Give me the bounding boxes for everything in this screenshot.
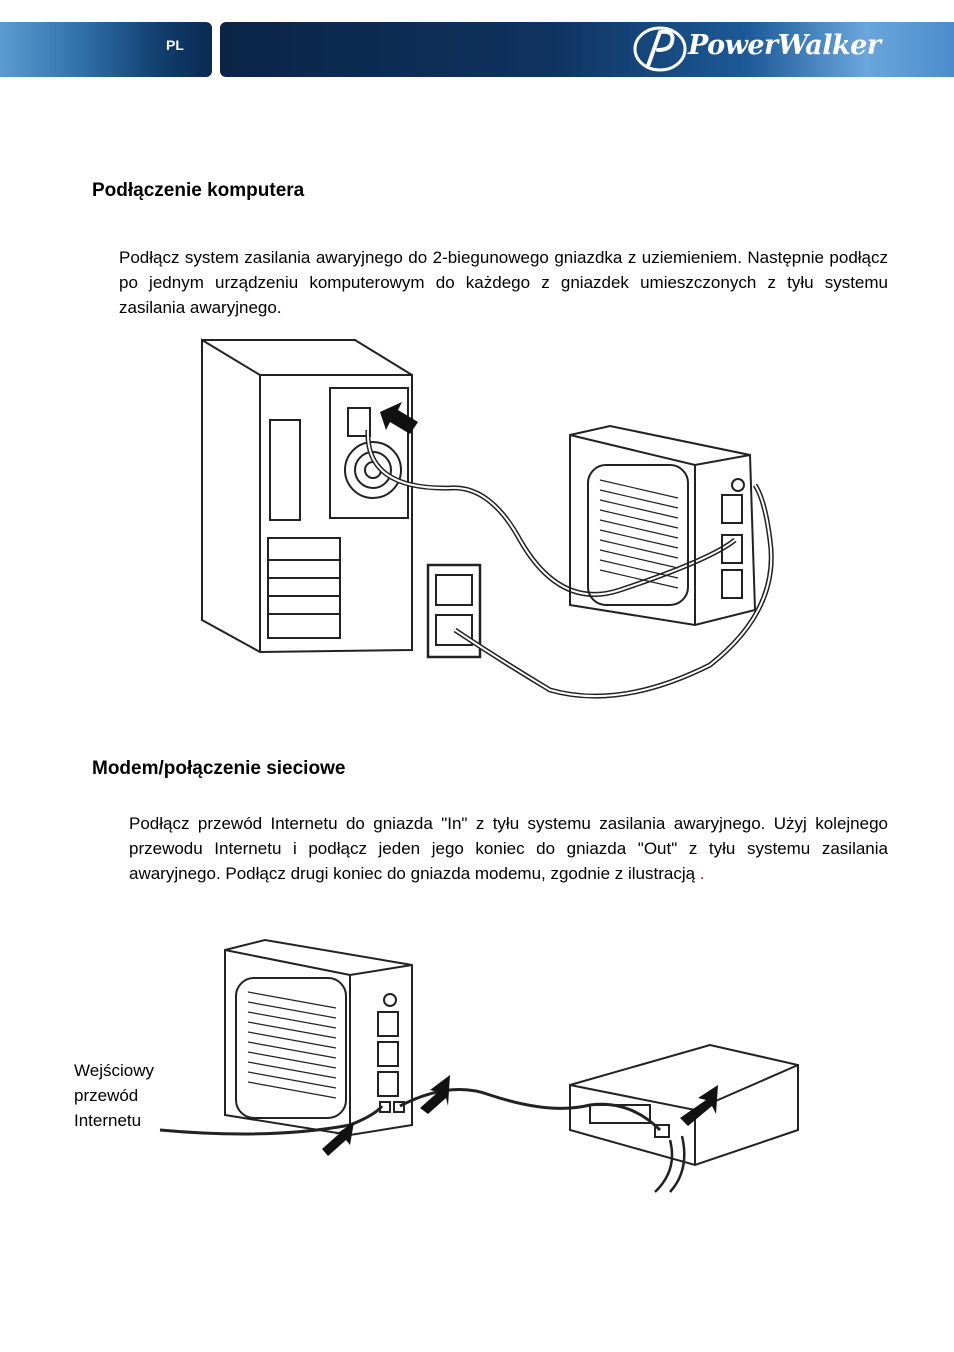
cable-label-line: Wejściowy (74, 1061, 154, 1080)
header-language-tab (0, 22, 212, 77)
header-banner (220, 22, 954, 77)
language-label: PL (166, 37, 184, 53)
brand-name: PowerWalker (688, 30, 881, 61)
cable-label-line: Internetu (74, 1111, 142, 1130)
cable-label-line: przewód (74, 1086, 139, 1105)
section-title-computer: Podłączenie komputera (92, 180, 305, 201)
section-text-computer: Podłącz system zasilania awaryjnego do 2… (119, 248, 888, 317)
incoming-cable-label: Wejściowy przewód Internetu (74, 1058, 154, 1133)
section-text-modem: Podłącz przewód Internetu do gniazda "In… (129, 811, 888, 886)
section-text-modem-mark: . (699, 864, 705, 883)
computer-connection-illustration (201, 338, 774, 699)
section-title-modem: Modem/połączenie sieciowe (92, 758, 346, 779)
section-text-modem-body: Podłącz przewód Internetu do gniazda "In… (129, 814, 888, 883)
brand-logo-icon (633, 26, 687, 72)
modem-connection-illustration (159, 938, 799, 1193)
